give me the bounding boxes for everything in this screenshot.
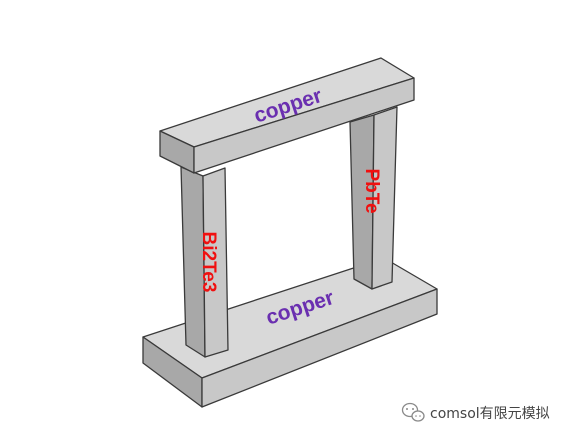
- left-leg-label: Bi2Te3: [198, 232, 219, 293]
- left-leg-front-face: [202, 167, 229, 358]
- base-front-face: [201, 288, 438, 408]
- watermark: comsol有限元模拟: [401, 402, 550, 422]
- right-leg-pbte: [349, 106, 398, 290]
- wechat-icon: [401, 402, 425, 422]
- left-leg-bi2te3: [180, 166, 229, 358]
- right-leg-label: PbTe: [361, 168, 382, 213]
- top-copper-beam: [159, 57, 415, 174]
- right-leg-front-face: [371, 106, 398, 290]
- watermark-text: comsol有限元模拟: [430, 406, 550, 422]
- beam-front-face: [193, 77, 415, 174]
